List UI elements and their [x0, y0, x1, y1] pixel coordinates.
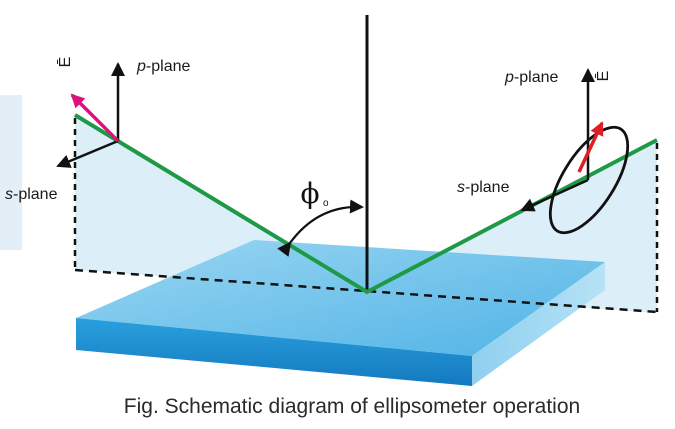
- left-e-field-label: Ē: [56, 57, 74, 68]
- figure-caption: Fig. Schematic diagram of ellipsometer o…: [124, 395, 580, 418]
- right-e-field-arrow: [577, 121, 604, 173]
- left-s-plane-label: s-plane: [5, 186, 58, 203]
- light-beam: [73, 113, 658, 295]
- angle-subscript: o: [323, 198, 329, 209]
- left-s-plane-arrow: [56, 139, 119, 168]
- polarization-ellipse: [548, 125, 630, 235]
- right-p-plane-label: p-plane: [504, 69, 558, 86]
- sample-right-face: [472, 262, 605, 386]
- right-e-field-label: Ē: [594, 71, 612, 82]
- left-p-plane-label: p-plane: [136, 58, 190, 75]
- sample-front-face: [76, 318, 472, 386]
- left-edge-shade: [0, 95, 22, 250]
- angle-phi-symbol: ϕ: [300, 177, 319, 210]
- sample-top-face: [76, 240, 605, 356]
- angle-arc: [277, 199, 364, 257]
- left-e-field-arrow: [70, 93, 120, 143]
- right-s-plane-label: s-plane: [457, 179, 510, 196]
- right-s-plane-arrow: [520, 178, 589, 212]
